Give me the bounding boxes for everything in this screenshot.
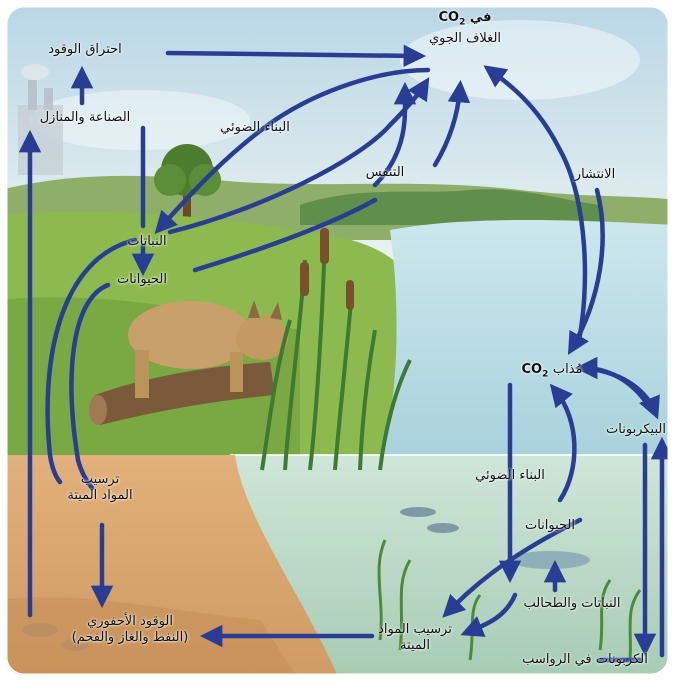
dissolved-co2-formula: CO — [521, 362, 542, 377]
plants-land-label: النباتات — [112, 234, 182, 250]
animals-land-label: الحيوانات — [102, 272, 182, 288]
carbonates-sediments-label: الكربونات في الرواسب — [510, 652, 660, 668]
fossil-fuels-line1: الوقود الأحفوري — [55, 614, 205, 630]
co2-formula: CO — [438, 10, 459, 25]
fossil-fuels-label: الوقود الأحفوري (النفط والغاز والفحم) — [55, 614, 205, 646]
arrow-combustion-to-atmosphere — [168, 53, 418, 56]
atmosphere-co2-label: CO2 في الغلاف الجوي — [410, 10, 520, 47]
respiration-label: التنفس — [355, 165, 415, 181]
sedimentation-land-line1: ترسيب — [50, 472, 150, 488]
sedimentation-land-line2: المواد الميتة — [50, 488, 150, 504]
sedimentation-water-line1: ترسيب المواد — [365, 622, 465, 638]
dissolved-co2-subscript: 2 — [542, 370, 548, 380]
industry-homes-label: الصناعة والمنازل — [20, 110, 150, 126]
photosynthesis-water-label: البناء الضوئي — [460, 468, 560, 484]
dissolved-text: مُذاب — [553, 362, 583, 377]
atmosphere-label: الغلاف الجوي — [410, 31, 520, 47]
plants-algae-label: النباتات والطحالب — [512, 596, 632, 612]
co2-text: في — [470, 10, 492, 25]
fuel-combustion-label: احتراق الوقود — [30, 42, 140, 58]
dissolved-co2-label: CO2 مُذاب — [512, 362, 592, 383]
diffusion-label: الانتشار — [560, 167, 630, 183]
photosynthesis-land-label: البناء الضوئي — [205, 120, 305, 136]
pond — [380, 220, 675, 455]
sedimentation-water-label: ترسيب المواد الميتة — [365, 622, 465, 654]
fossil-fuels-line2: (النفط والغاز والفحم) — [55, 630, 205, 646]
bicarbonates-label: البيكربونات — [600, 422, 672, 438]
animals-water-label: الحيوانات — [510, 518, 590, 534]
sedimentation-land-label: ترسيب المواد الميتة — [50, 472, 150, 504]
co2-subscript: 2 — [459, 18, 465, 28]
sedimentation-water-line2: الميتة — [365, 638, 465, 654]
